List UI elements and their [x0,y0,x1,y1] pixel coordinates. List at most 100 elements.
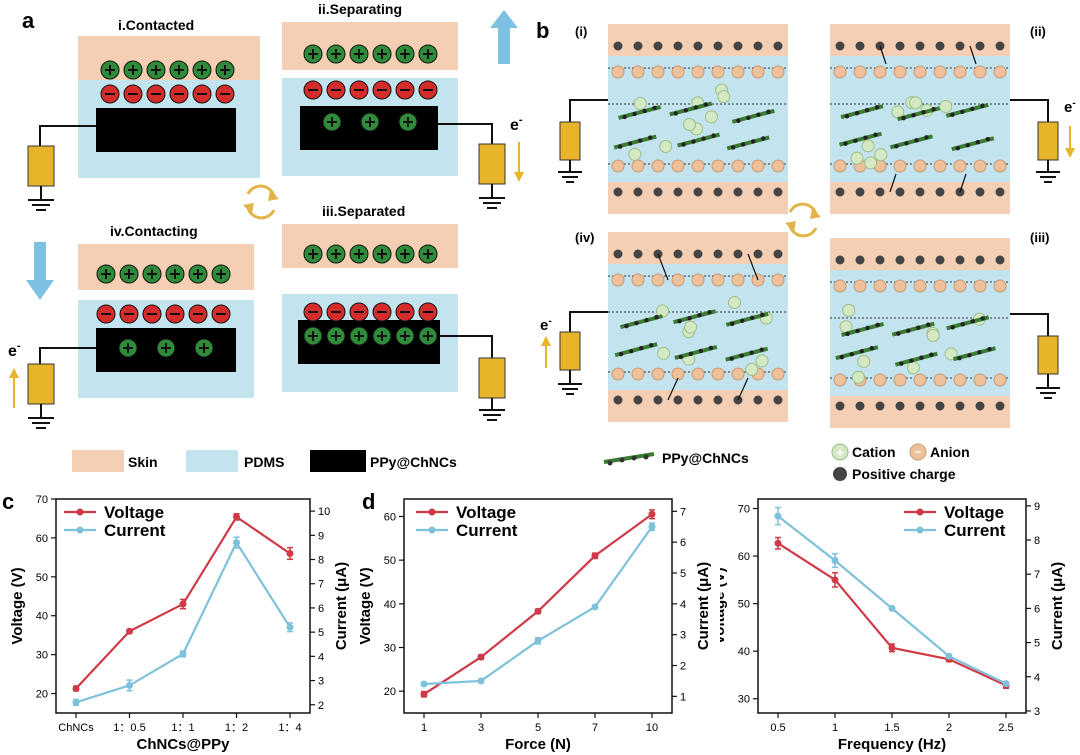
legend-marker [428,526,436,534]
positive-charge-icon [855,41,865,51]
y2-axis-label: Current (μA) [695,562,712,650]
positive-charge-icon [773,41,783,51]
panel-letter-b: b [536,18,549,43]
x-tick-label: 1：0.5 [113,722,145,734]
ppy-chncs-fiber [731,108,775,124]
legend-swatch-ppy [310,450,366,472]
anion-icon [993,373,1007,387]
positive-charge-icon [875,255,885,265]
data-point-current [774,512,782,520]
positive-charge-icon [653,187,663,197]
panel-letter-d: d [362,489,375,514]
data-point-current [648,523,656,531]
legend-label: Current [104,521,166,540]
y2-tick-label: 2 [318,700,324,712]
anion-icon [873,65,887,79]
ionic-diagram-group [608,24,1010,428]
legend-label: Voltage [104,503,164,522]
anion-icon [993,159,1007,173]
load-resistor [478,357,506,399]
anion-icon [973,65,987,79]
electron-label: e- [8,340,21,360]
y-tick-label: 30 [384,642,396,654]
y-tick-label: 40 [384,599,396,611]
positive-charge-icon [995,255,1005,265]
y-tick-label: 70 [36,494,48,506]
electron-flow-arrow-down [1065,126,1075,158]
legend-marker [76,526,84,534]
anion-icon [973,373,987,387]
anion-icon [973,279,987,293]
anion-icon [611,159,625,173]
y2-tick-label: 6 [1034,603,1040,615]
load-resistor [1037,335,1059,375]
ionic-diagram [608,24,788,214]
cation-icon [857,354,871,368]
anion-icon [751,65,765,79]
cation-icon [906,361,920,375]
y-tick-label: 30 [738,694,750,706]
data-point-current [477,677,485,685]
legend-ppy-label: PPy@ChNCs [370,454,457,470]
legend-ppy-label: PPy@ChNCs [662,450,749,466]
anion-icon [833,65,847,79]
ppy-chncs-fiber [945,102,989,118]
x-tick-label: 3 [478,722,484,734]
data-point-voltage [126,627,133,635]
cycle-icon [243,184,279,220]
y2-tick-label: 1 [680,691,686,703]
anion-icon [691,159,705,173]
charge-motion-arrow [667,377,679,401]
ppy-chncs-fiber [614,342,658,358]
positive-charge-row [303,44,438,64]
anion-icon [611,65,625,79]
move-down-arrow [26,242,54,300]
ionic-diagram [830,238,1010,428]
cation-icon [842,303,856,317]
negative-charge-row [303,80,438,100]
anion-icon [953,373,967,387]
anion-icon [631,273,645,287]
anion-icon [651,159,665,173]
y-axis-label: Voltage (V) [720,567,728,644]
state-ii-label: (ii) [1030,24,1046,39]
y2-tick-label: 5 [680,568,686,580]
data-point-current [591,603,599,611]
anion-icon [731,159,745,173]
data-point-voltage [774,539,782,547]
positive-charge-icon [713,395,723,405]
cation-icon [745,362,759,376]
anion-icon [651,65,665,79]
cation-icon [682,118,696,132]
legend-marker [916,526,924,534]
anion-icon [711,367,725,381]
charge-motion-arrow [737,377,749,401]
positive-charge-icon [693,249,703,259]
positive-charge-icon [895,41,905,51]
anion-icon [953,65,967,79]
legend-label: Voltage [456,503,516,522]
y-tick-label: 70 [738,504,750,516]
x-tick-label: 1 [832,722,838,734]
series-line-voltage [423,513,653,696]
legend-ppy-icon [603,452,655,466]
positive-charge-icon [773,187,783,197]
positive-charge-icon [733,41,743,51]
anion-icon [993,279,1007,293]
y2-tick-label: 3 [318,676,324,688]
x-tick-label: 1 [421,722,427,734]
x-tick-label: 1：4 [278,722,301,734]
electrode [298,320,440,364]
cation-icon [874,148,888,162]
ppy-chncs-fiber [613,134,657,150]
ppy-chncs-fiber [946,315,990,331]
cation-icon [944,347,958,361]
ppy-chncs-fiber [725,311,769,327]
ppy-chncs-fiber [674,344,718,360]
state-i-label: (i) [575,24,587,39]
x-tick-label: 7 [592,722,598,734]
positive-charge-icon [895,401,905,411]
panel-b-schematic: b (i) (ii) (iv) (iii) e- e- PPy@ChNCs + … [536,18,1076,482]
anion-icon [953,279,967,293]
positive-charge-icon [995,41,1005,51]
